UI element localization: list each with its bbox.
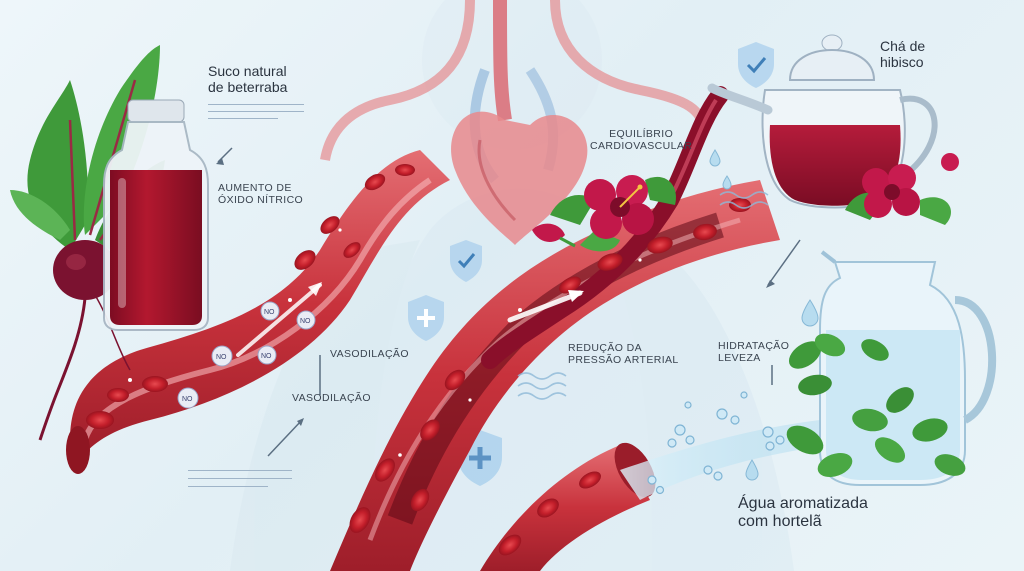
mint-water-pitcher (819, 250, 997, 486)
hibiscus-bud-icon (532, 223, 576, 248)
hibiscus-teapot (707, 34, 938, 209)
no-molecule-label: NO (216, 354, 227, 361)
beet-icon (10, 45, 165, 441)
hibiscus-flower-icon (550, 175, 676, 252)
divider-line (188, 478, 292, 479)
label-vasodilation-1: VASODILAÇÃO (330, 348, 409, 360)
nitric-oxide-molecule-icon: NO NO NO NO NO (177, 301, 316, 409)
label-mint-water: Água aromatizada com hortelã (738, 495, 868, 531)
water-flow (620, 391, 830, 500)
mint-leaves-icon (786, 333, 966, 478)
label-vasodilation-2: VASODILAÇÃO (292, 392, 371, 404)
heart-icon (451, 111, 588, 246)
hibiscus-tea-stream (481, 86, 729, 369)
label-blood-pressure: REDUÇÃO DA PRESSÃO ARTERIAL (568, 342, 679, 367)
label-nitric-oxide: AUMENTO DE ÓXIDO NÍTRICO (218, 182, 304, 207)
divider-line (208, 111, 304, 112)
shield-check-icon (738, 42, 774, 88)
no-molecule-label: NO (300, 318, 311, 325)
label-cardiovascular-balance: EQUILÍBRIO CARDIOVASCULAR (590, 128, 693, 153)
red-blood-cells (86, 164, 751, 556)
divider-line (208, 104, 304, 105)
arrow-icon (216, 147, 801, 457)
divider-line (208, 118, 278, 119)
no-molecule-label: NO (264, 309, 275, 316)
shield-check-icon (450, 240, 482, 282)
divider-line (188, 486, 268, 487)
beet-juice-bottle (103, 99, 209, 331)
no-molecule-label: NO (261, 353, 272, 360)
shield-plus-icon (408, 295, 444, 341)
wave-lines (517, 191, 769, 400)
hibiscus-flower-icon (845, 153, 959, 225)
label-beet-juice: Suco natural de beterraba (208, 63, 288, 96)
water-drop-icon (709, 149, 819, 481)
label-hibiscus-tea: Chá de hibisco (880, 38, 926, 71)
no-molecule-label: NO (182, 396, 193, 403)
divider-line (188, 470, 292, 471)
label-hydration: HIDRATAÇÃO LEVEZA (718, 340, 790, 365)
